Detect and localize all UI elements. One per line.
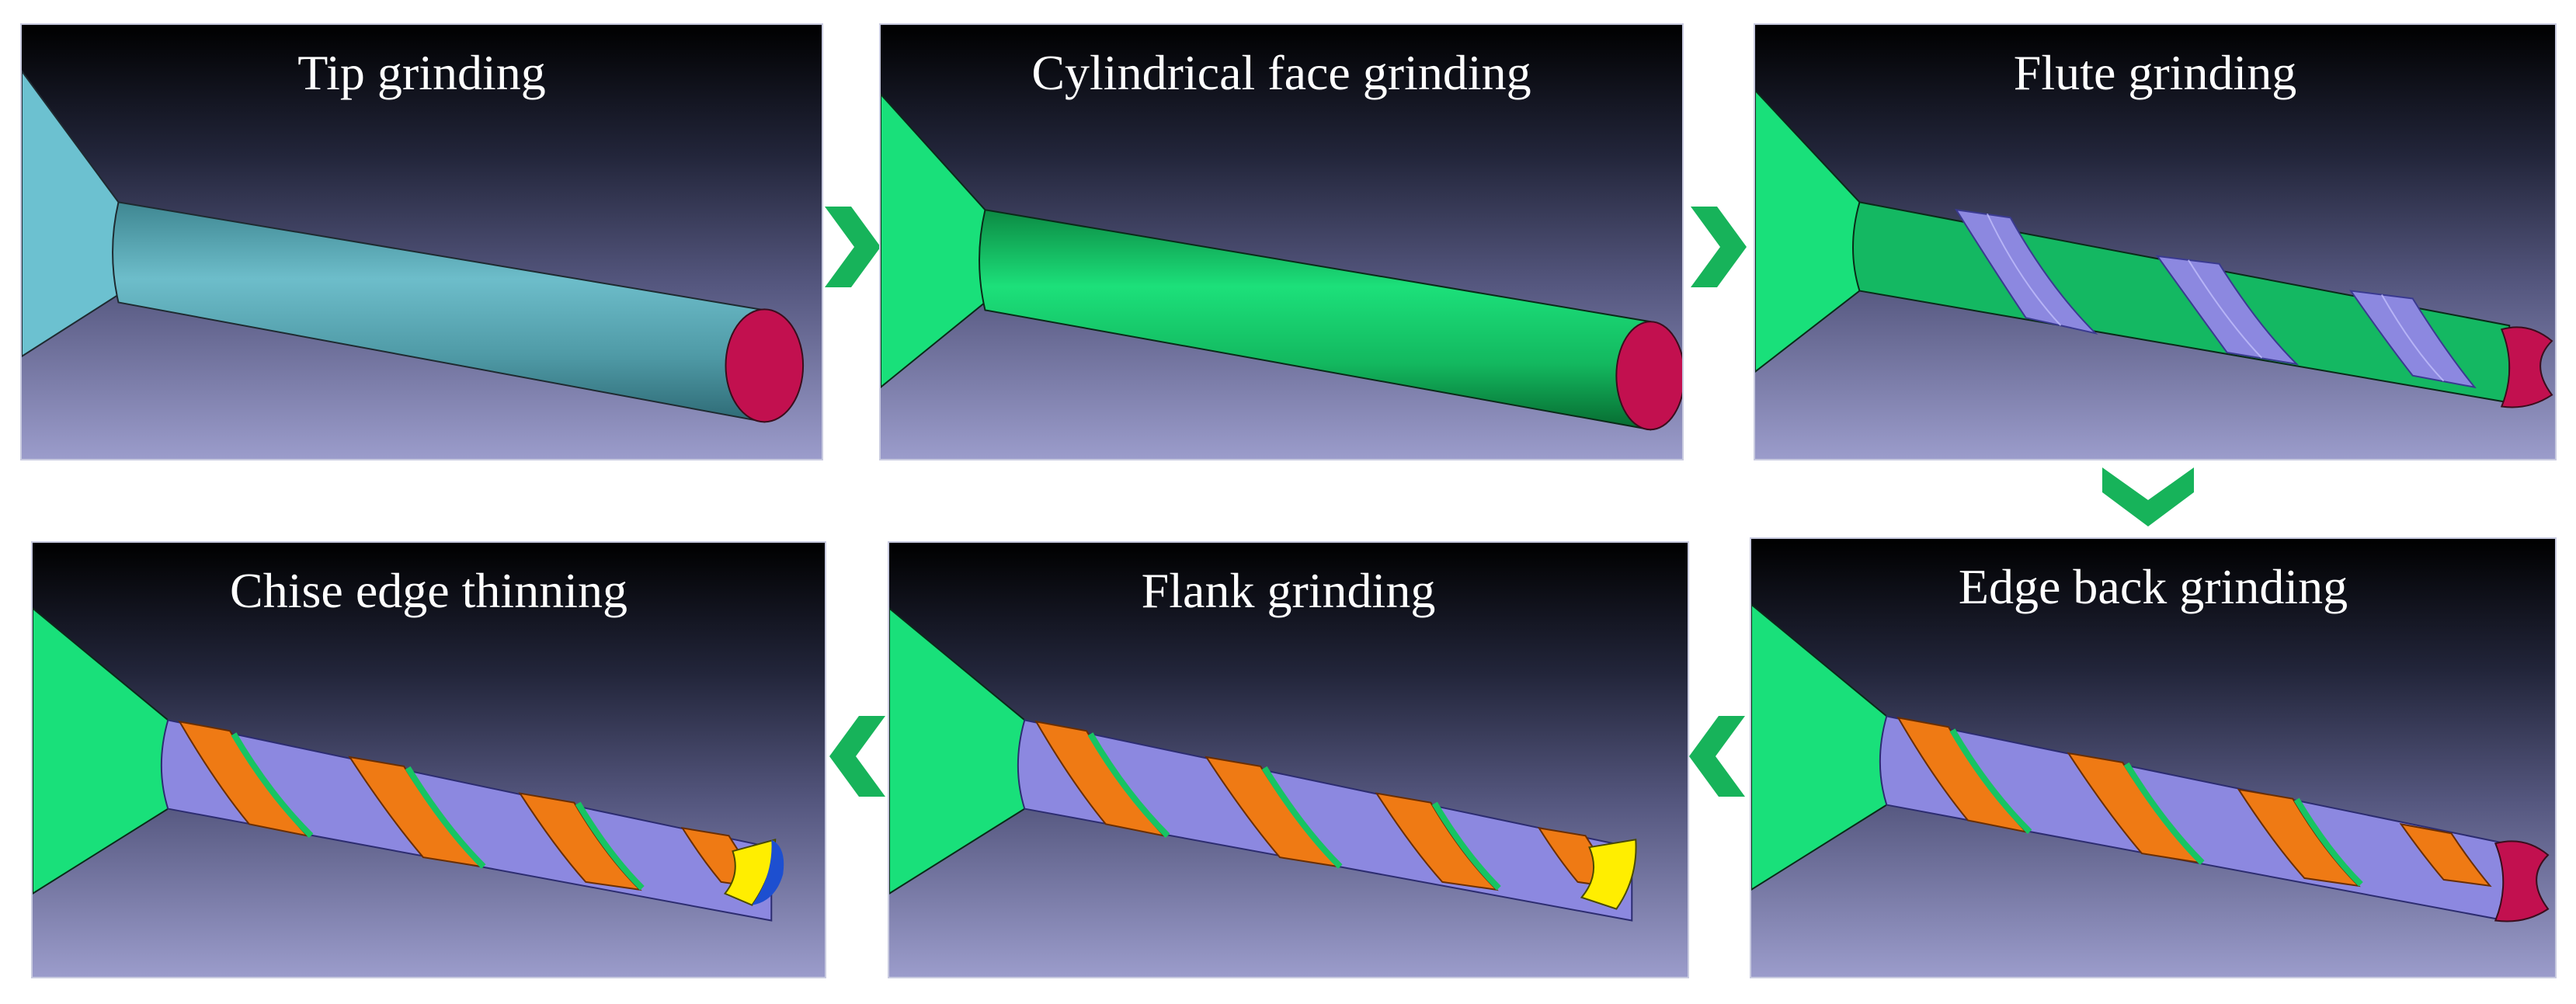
panel-title: Chise edge thinning xyxy=(230,563,627,618)
panel-flute-grinding: Flute grinding xyxy=(1754,23,2557,460)
panel-chise-edge-thinning: Chise edge thinning xyxy=(31,541,826,978)
panel-edge-back-grinding: Edge back grinding xyxy=(1750,537,2557,978)
flow-arrow-right-2 xyxy=(1689,203,1748,290)
end-face xyxy=(2494,840,2550,922)
end-face xyxy=(725,308,805,423)
flow-arrow-left-2 xyxy=(828,713,887,800)
end-face xyxy=(2500,326,2553,408)
chevron-left-icon xyxy=(1689,716,1745,797)
flow-arrow-right-1 xyxy=(823,203,882,290)
panel-title: Flute grinding xyxy=(2013,45,2297,100)
panel-cylindrical-face-grinding: Cylindrical face grinding xyxy=(879,23,1684,460)
flow-arrow-left-1 xyxy=(1688,713,1747,800)
blank-stock-render xyxy=(22,69,805,423)
panel-title: Edge back grinding xyxy=(1958,559,2348,614)
chevron-right-icon xyxy=(1691,207,1747,287)
panel-title: Tip grinding xyxy=(297,45,546,100)
flute-surfaces xyxy=(1955,209,2477,389)
flank-face xyxy=(1580,839,1637,910)
flow-arrow-down xyxy=(2099,464,2197,528)
chevron-left-icon xyxy=(829,716,885,797)
chevron-down-icon xyxy=(2102,467,2194,526)
chevron-right-icon xyxy=(825,207,881,287)
panel-title: Flank grinding xyxy=(1141,563,1436,618)
fluted-drill-render xyxy=(1755,89,2553,408)
flank-ground-drill-render xyxy=(889,607,1637,922)
end-face xyxy=(1615,321,1682,431)
thinned-drill-render xyxy=(33,607,784,922)
panel-title: Cylindrical face grinding xyxy=(1031,45,1531,100)
edge-back-drill-render xyxy=(1751,603,2550,922)
panel-tip-grinding: Tip grinding xyxy=(20,23,823,460)
cylinder-render xyxy=(881,92,1682,431)
panel-flank-grinding: Flank grinding xyxy=(888,541,1689,978)
